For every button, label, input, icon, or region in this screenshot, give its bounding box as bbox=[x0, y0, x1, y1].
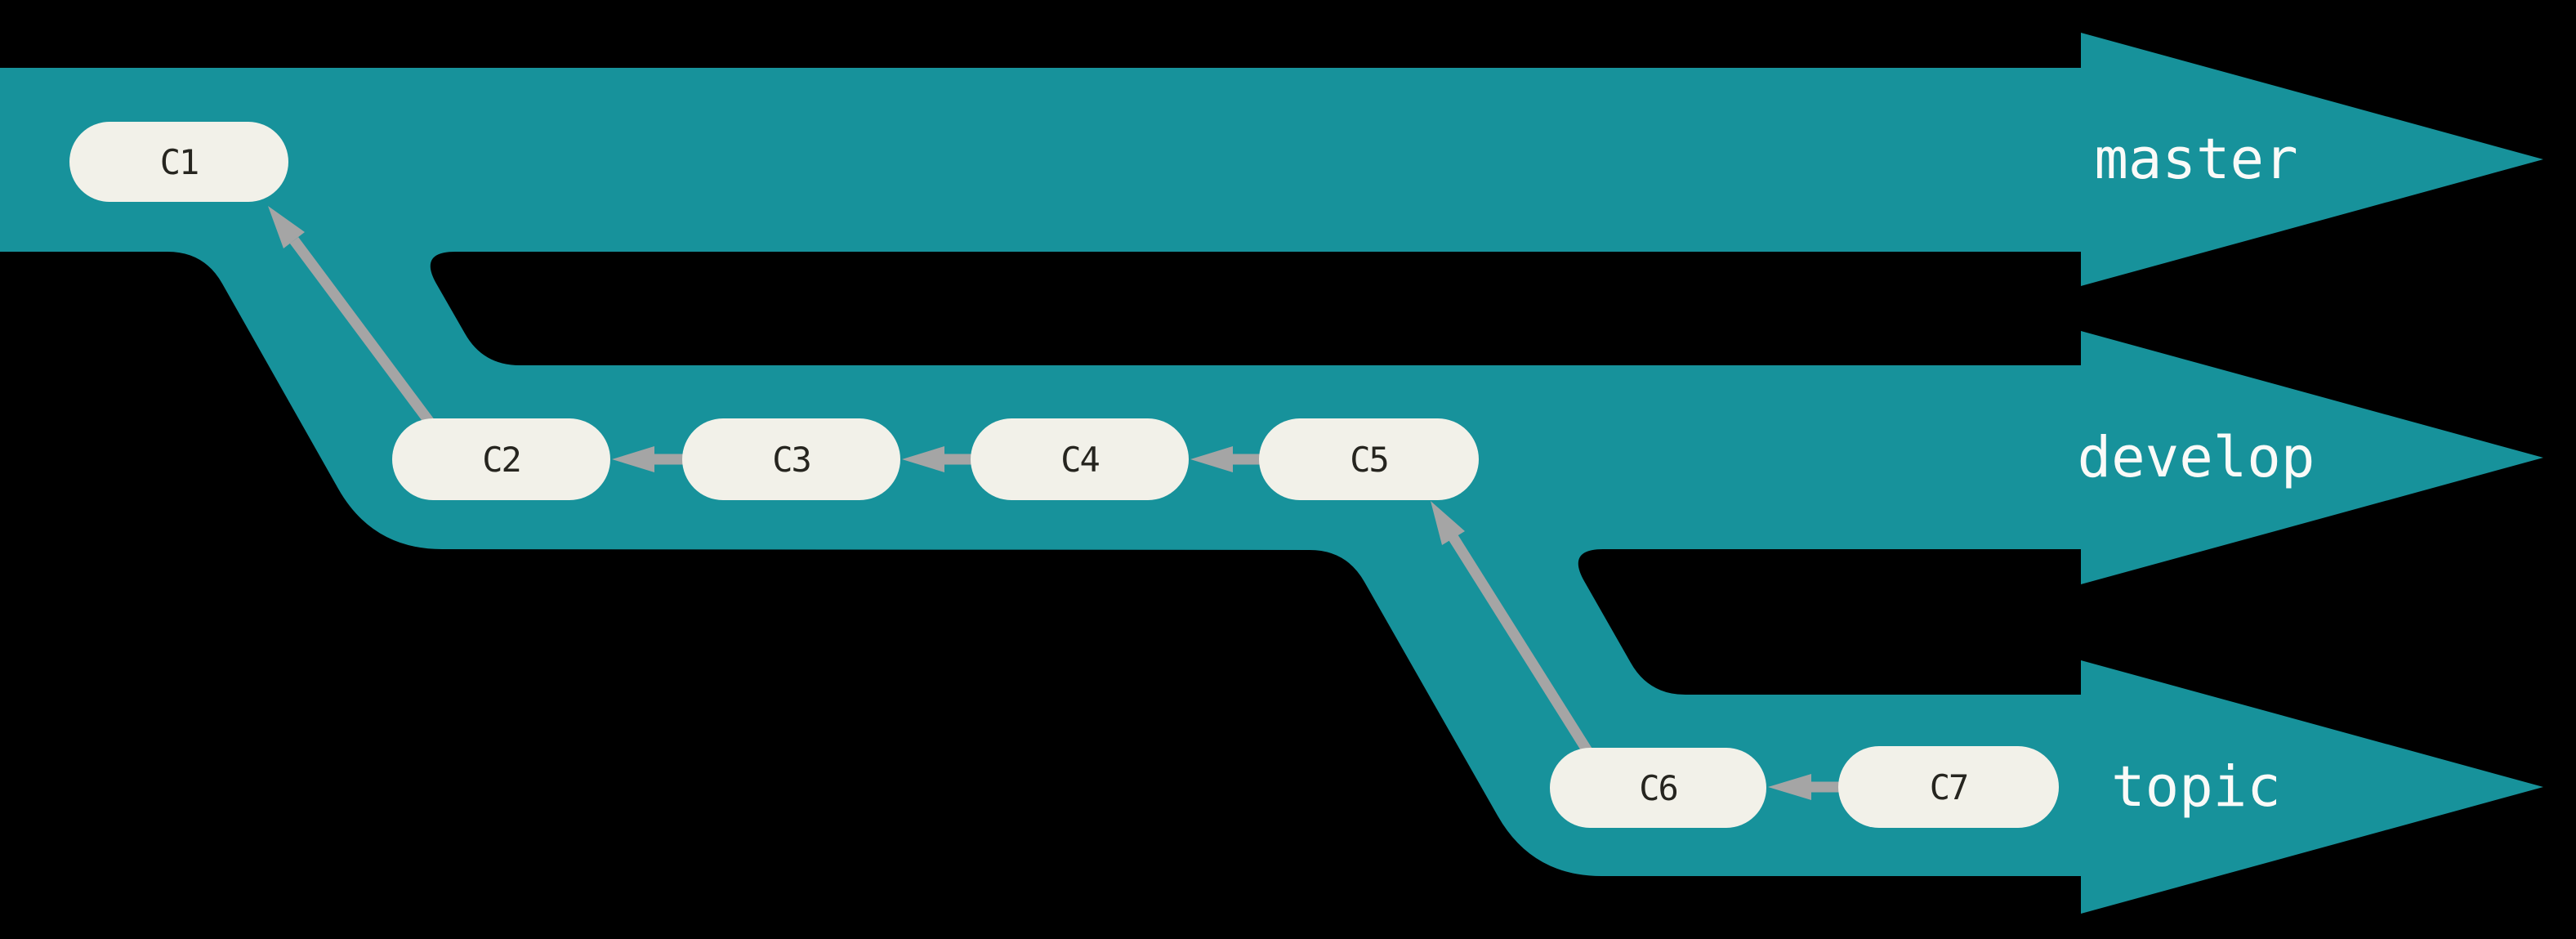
commit-node-C5: C5 bbox=[1259, 418, 1479, 500]
commit-node-C2: C2 bbox=[392, 418, 610, 500]
parent-arrow-C2-to-C1 bbox=[268, 206, 438, 430]
commit-node-C7: C7 bbox=[1838, 746, 2059, 828]
commit-node-C4: C4 bbox=[971, 418, 1189, 500]
branch-label-develop: develop bbox=[2077, 425, 2315, 490]
commit-node-C1: C1 bbox=[69, 122, 288, 202]
branch-label-topic: topic bbox=[2111, 754, 2281, 820]
parent-arrow-C6-to-C5 bbox=[1431, 501, 1598, 763]
commit-node-C6: C6 bbox=[1550, 748, 1766, 828]
commit-node-C3: C3 bbox=[682, 418, 900, 500]
branch-label-master: master bbox=[2094, 127, 2298, 192]
